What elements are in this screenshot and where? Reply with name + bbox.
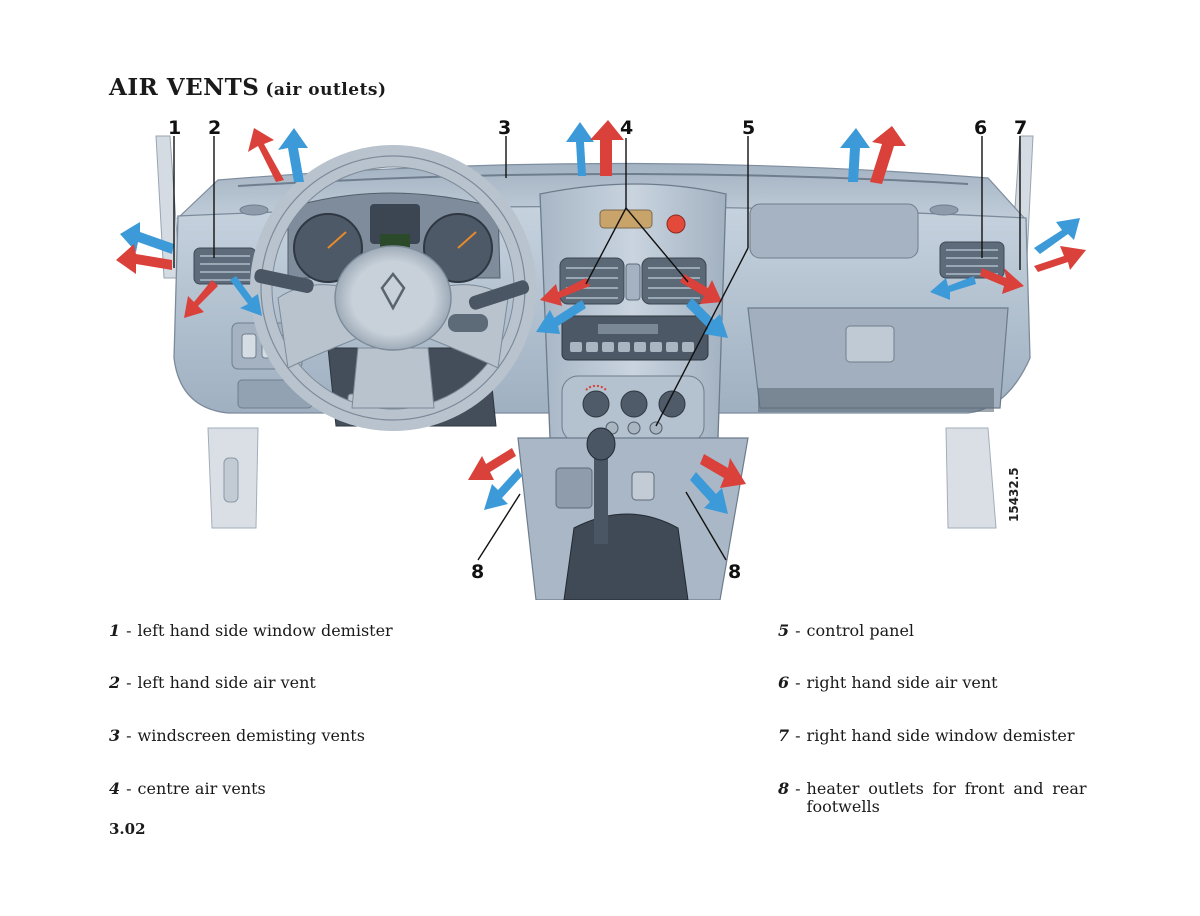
legend-text: control panel [806,621,915,640]
legend-item-8: 8-heater outlets for front and rear foot… [778,780,1087,816]
figure-id: 15432.5 [1007,467,1021,522]
legend-text: right hand side air vent [806,673,998,692]
callout-7: 7 [1014,117,1027,139]
legend-number: 8 [778,779,790,798]
legend-separator: - [126,621,132,640]
callout-5: 5 [742,117,755,139]
legend-number: 1 [109,621,121,640]
legend-item-5: 5-control panel [778,622,914,640]
legend-separator: - [795,726,801,745]
legend-number: 3 [109,726,121,745]
legend-separator: - [795,779,801,798]
legend-separator: - [795,621,801,640]
legend-number: 7 [778,726,790,745]
dashboard-illustration: 1 2 3 4 5 6 7 8 8 15432.5 [108,108,1096,600]
dashboard-drawing: 1 2 3 4 5 6 7 8 8 15432.5 [108,108,1096,600]
legend-item-2: 2-left hand side air vent [109,674,316,692]
legend-separator: - [795,673,801,692]
legend-text: centre air vents [137,779,266,798]
legend-item-4: 4-centre air vents [109,780,266,798]
page-title: AIR VENTS(air outlets) [109,74,387,101]
legend-text: right hand side window demister [806,726,1075,745]
callout-2: 2 [208,117,221,139]
legend-text: heater outlets for front and rear footwe… [806,779,1087,816]
title-subtitle: (air outlets) [265,80,387,100]
legend-text: windscreen demisting vents [137,726,365,745]
callout-8-left: 8 [471,561,484,583]
legend-number: 2 [109,673,121,692]
title-main: AIR VENTS [109,74,260,101]
legend-item-3: 3-windscreen demisting vents [109,727,365,745]
page-number: 3.02 [109,820,146,838]
legend-item-7: 7-right hand side window demister [778,727,1075,745]
legend-separator: - [126,673,132,692]
legend-separator: - [126,779,132,798]
legend-text: left hand side window demister [137,621,393,640]
legend-number: 4 [109,779,121,798]
legend-text: left hand side air vent [137,673,316,692]
legend-item-6: 6-right hand side air vent [778,674,998,692]
callout-1: 1 [168,117,181,139]
legend-number: 5 [778,621,790,640]
legend-item-1: 1-left hand side window demister [109,622,393,640]
callout-8-right: 8 [728,561,741,583]
callout-6: 6 [974,117,987,139]
legend-number: 6 [778,673,790,692]
legend-separator: - [126,726,132,745]
callout-4: 4 [620,117,633,139]
callout-3: 3 [498,117,511,139]
